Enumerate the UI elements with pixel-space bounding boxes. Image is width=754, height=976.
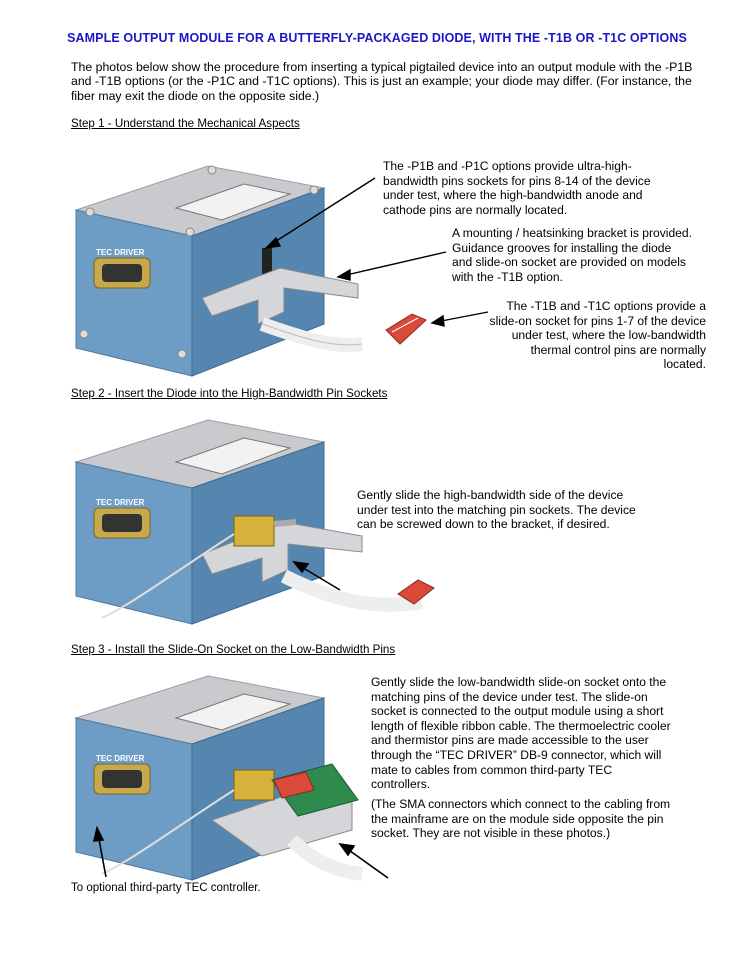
- step-2-photo: TEC DRIVER: [62, 404, 442, 634]
- step-1-photo: TEC DRIVER: [62, 148, 363, 388]
- tec-driver-label: TEC DRIVER: [96, 754, 145, 763]
- step-3-heading: Step 3 - Install the Slide-On Socket on …: [71, 643, 396, 656]
- caption-insert-diode: Gently slide the high-bandwidth side of …: [357, 488, 636, 532]
- step-1-heading: Step 1 - Understand the Mechanical Aspec…: [71, 117, 300, 130]
- tec-driver-label: TEC DRIVER: [96, 248, 145, 257]
- caption-slide-on-socket: The -T1B and -T1C options provide a slid…: [489, 299, 706, 372]
- tec-driver-label: TEC DRIVER: [96, 498, 145, 507]
- caption-tec-controller: To optional third-party TEC controller.: [71, 882, 261, 894]
- caption-install-socket: Gently slide the low-bandwidth slide-on …: [371, 675, 671, 792]
- step-3-photo: TEC DRIVER: [62, 660, 382, 890]
- caption-sma-note: (The SMA connectors which connect to the…: [371, 797, 671, 841]
- step-2-heading: Step 2 - Insert the Diode into the High-…: [71, 387, 388, 400]
- page-title: SAMPLE OUTPUT MODULE FOR A BUTTERFLY-PAC…: [67, 31, 687, 45]
- intro-paragraph: The photos below show the procedure from…: [71, 60, 693, 103]
- caption-high-bandwidth-sockets: The -P1B and -P1C options provide ultra-…: [383, 159, 651, 217]
- slide-on-socket: [382, 310, 428, 350]
- caption-mounting-bracket: A mounting / heatsinking bracket is prov…: [452, 226, 692, 284]
